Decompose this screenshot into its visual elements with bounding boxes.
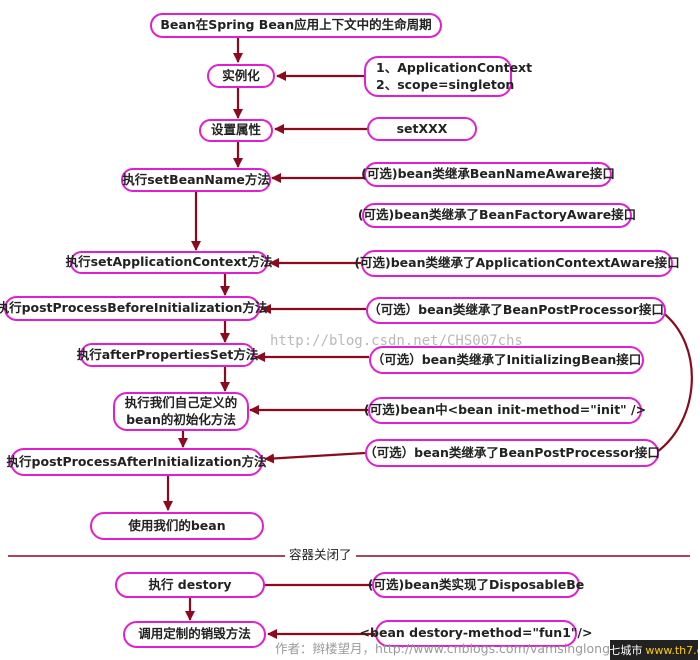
footer-credit: 作者：辫楼望月，http://www.cnblogs.com/vamsinglo… (275, 641, 611, 656)
node-use-bean: 使用我们的bean (90, 512, 264, 540)
cond-bean-post-processor-1: （可选）bean类继承了BeanPostProcessor接口 (366, 297, 666, 324)
cond-setxxx: setXXX (367, 117, 477, 141)
node-instantiate: 实例化 (207, 64, 275, 88)
post-processor-link (656, 311, 693, 453)
node-custom-destroy: 调用定制的销毁方法 (123, 621, 266, 648)
node-after-properties-set: 执行afterPropertiesSet方法 (77, 343, 258, 367)
divider-label: 容器关闭了 (285, 544, 356, 563)
node-before-init: 执行postProcessBeforeInitialization方法 (0, 296, 267, 321)
node-title: Bean在Spring Bean应用上下文中的生命周期 (150, 13, 442, 38)
node-set-properties: 设置属性 (199, 119, 273, 142)
cond-bean-factory-aware: (可选)bean类继承了BeanFactoryAware接口 (358, 203, 636, 228)
cond-destroy-method: <bean destory-method="fun1"/> (360, 620, 592, 647)
site-logo: 第七城市www.th7.cn (610, 640, 698, 660)
cond-bean-post-processor-2: （可选）bean类继承了BeanPostProcessor接口 (364, 439, 660, 467)
cond-app-context-aware: (可选)bean类继承了ApplicationContextAware接口 (354, 250, 680, 277)
node-destroy: 执行 destory (115, 572, 265, 598)
cond-initializing-bean: （可选）bean类继承了InitializingBean接口 (369, 346, 644, 374)
cond-disposable-bean: (可选)bean类实现了DisposableBe (368, 572, 584, 598)
node-after-init: 执行postProcessAfterInitialization方法 (7, 448, 266, 476)
cond-init-method: (可选)bean中<bean init-method="init" /> (364, 397, 646, 424)
condition-arrow (264, 451, 366, 464)
node-set-app-context: 执行setApplicationContext方法 (66, 251, 272, 274)
watermark-text: http://blog.csdn.net/CHS007chs (270, 333, 523, 349)
cond-bean-name-aware: (可选)bean类继承BeanNameAware接口 (361, 162, 615, 187)
node-set-bean-name: 执行setBeanName方法 (121, 168, 271, 192)
